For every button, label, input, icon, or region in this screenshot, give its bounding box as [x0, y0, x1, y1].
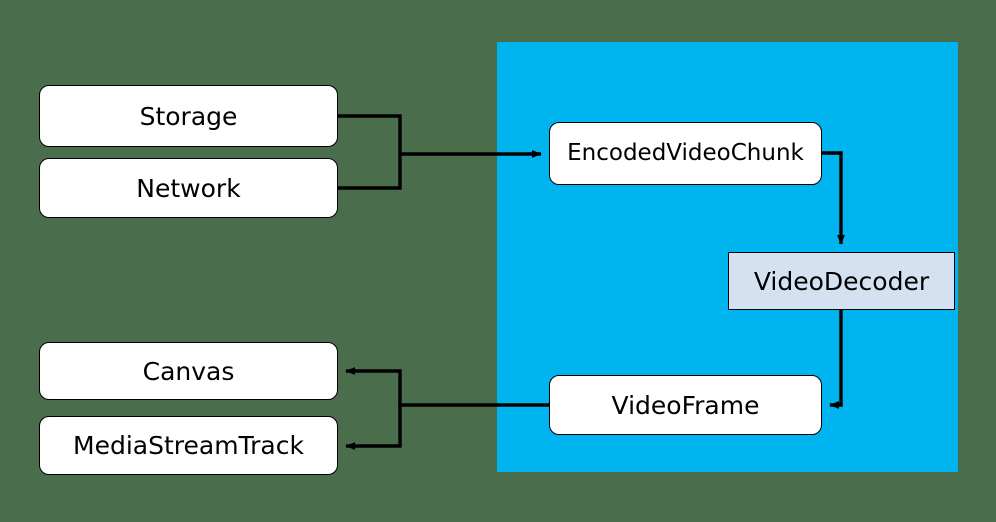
edge-videoframe-to-canvas-and-mediastreamtrack — [345, 367, 551, 450]
node-canvas[interactable]: Canvas — [39, 342, 338, 400]
node-mediastreamtrack-label: MediaStreamTrack — [73, 431, 304, 460]
node-videoframe[interactable]: VideoFrame — [549, 375, 822, 435]
edge-videodecoder-to-videoframe — [829, 310, 843, 409]
edge-encodedvideochunk-to-videodecoder — [822, 151, 845, 245]
node-videodecoder[interactable]: VideoDecoder — [728, 252, 955, 310]
node-encodedvideochunk[interactable]: EncodedVideoChunk — [549, 122, 822, 185]
node-mediastreamtrack[interactable]: MediaStreamTrack — [39, 416, 338, 475]
node-videoframe-label: VideoFrame — [611, 390, 760, 420]
edge-storage-network-to-encodedvideochunk — [336, 114, 542, 190]
node-storage-label: Storage — [139, 101, 238, 131]
node-canvas-label: Canvas — [142, 356, 235, 386]
node-network[interactable]: Network — [39, 158, 338, 218]
node-videodecoder-label: VideoDecoder — [753, 266, 930, 296]
node-encodedvideochunk-label: EncodedVideoChunk — [567, 140, 804, 166]
node-network-label: Network — [136, 173, 241, 203]
node-storage[interactable]: Storage — [39, 85, 338, 147]
